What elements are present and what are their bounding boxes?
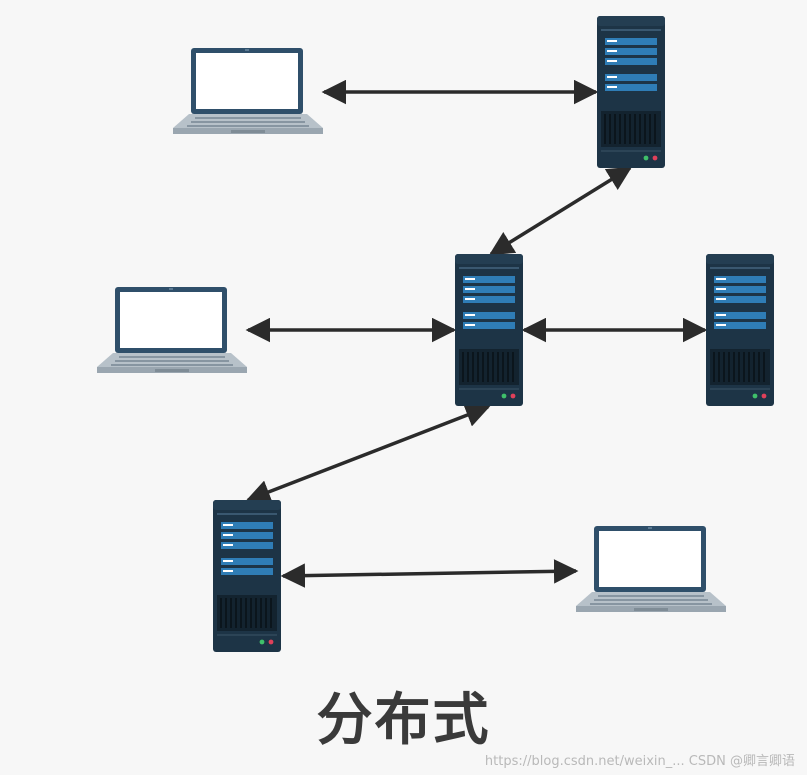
laptop-icon (97, 287, 247, 373)
server-icon (597, 16, 665, 168)
edge-server2-server4 (245, 403, 491, 504)
server-icon (455, 254, 523, 406)
edge-server4-laptop3 (280, 559, 579, 588)
connections (245, 79, 708, 588)
server-icon (706, 254, 774, 406)
watermark: https://blog.csdn.net/weixin_... CSDN @卿… (484, 754, 795, 769)
server-icon (213, 500, 281, 652)
laptop-icon (576, 526, 726, 612)
edge-server1-server2 (488, 166, 633, 256)
laptop-icon (173, 48, 323, 134)
diagram-title: 分布式 (316, 688, 491, 753)
